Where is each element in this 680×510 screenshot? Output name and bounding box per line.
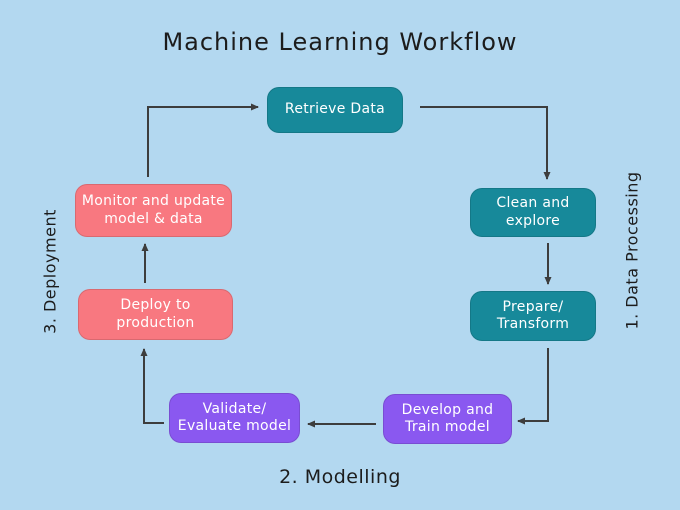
phase-label-modelling: 2. Modelling	[279, 466, 401, 488]
node-label: Validate/	[202, 400, 267, 417]
node-label: Monitor and update	[81, 193, 226, 210]
node-label: explore	[505, 212, 561, 229]
node-label: Transform	[496, 316, 570, 332]
node-label: Develop and	[401, 401, 494, 418]
phase-label-deployment: 3. Deployment	[40, 209, 60, 334]
node-label: Evaluate model	[177, 418, 292, 434]
diagram-title: Machine Learning Workflow	[162, 28, 518, 56]
arrow-retrieve-to-clean	[420, 106, 551, 180]
node-deploy-to-production: Deploy to production	[78, 289, 233, 340]
arrow-prepare-to-develop	[517, 348, 549, 425]
arrow-validate-to-deploy	[140, 348, 164, 424]
node-label: production	[116, 314, 195, 331]
node-label: Clean and	[496, 195, 570, 212]
node-validate-evaluate-model: Validate/ Evaluate model	[169, 393, 300, 443]
node-label: Deploy to	[120, 297, 191, 314]
arrow-monitor-to-retrieve	[147, 103, 259, 177]
node-retrieve-data: Retrieve Data	[267, 87, 403, 133]
node-prepare-transform: Prepare/ Transform	[470, 291, 596, 341]
node-develop-and-train-model: Develop and Train model	[383, 394, 512, 444]
node-label: Prepare/	[502, 298, 564, 315]
node-clean-and-explore: Clean and explore	[470, 188, 596, 237]
phase-label-data-processing: 1. Data Processing	[622, 171, 642, 330]
node-monitor-and-update: Monitor and update model & data	[75, 184, 232, 237]
node-label: model & data	[104, 210, 203, 227]
node-label: Retrieve Data	[284, 101, 386, 118]
node-label: Train model	[405, 419, 490, 435]
